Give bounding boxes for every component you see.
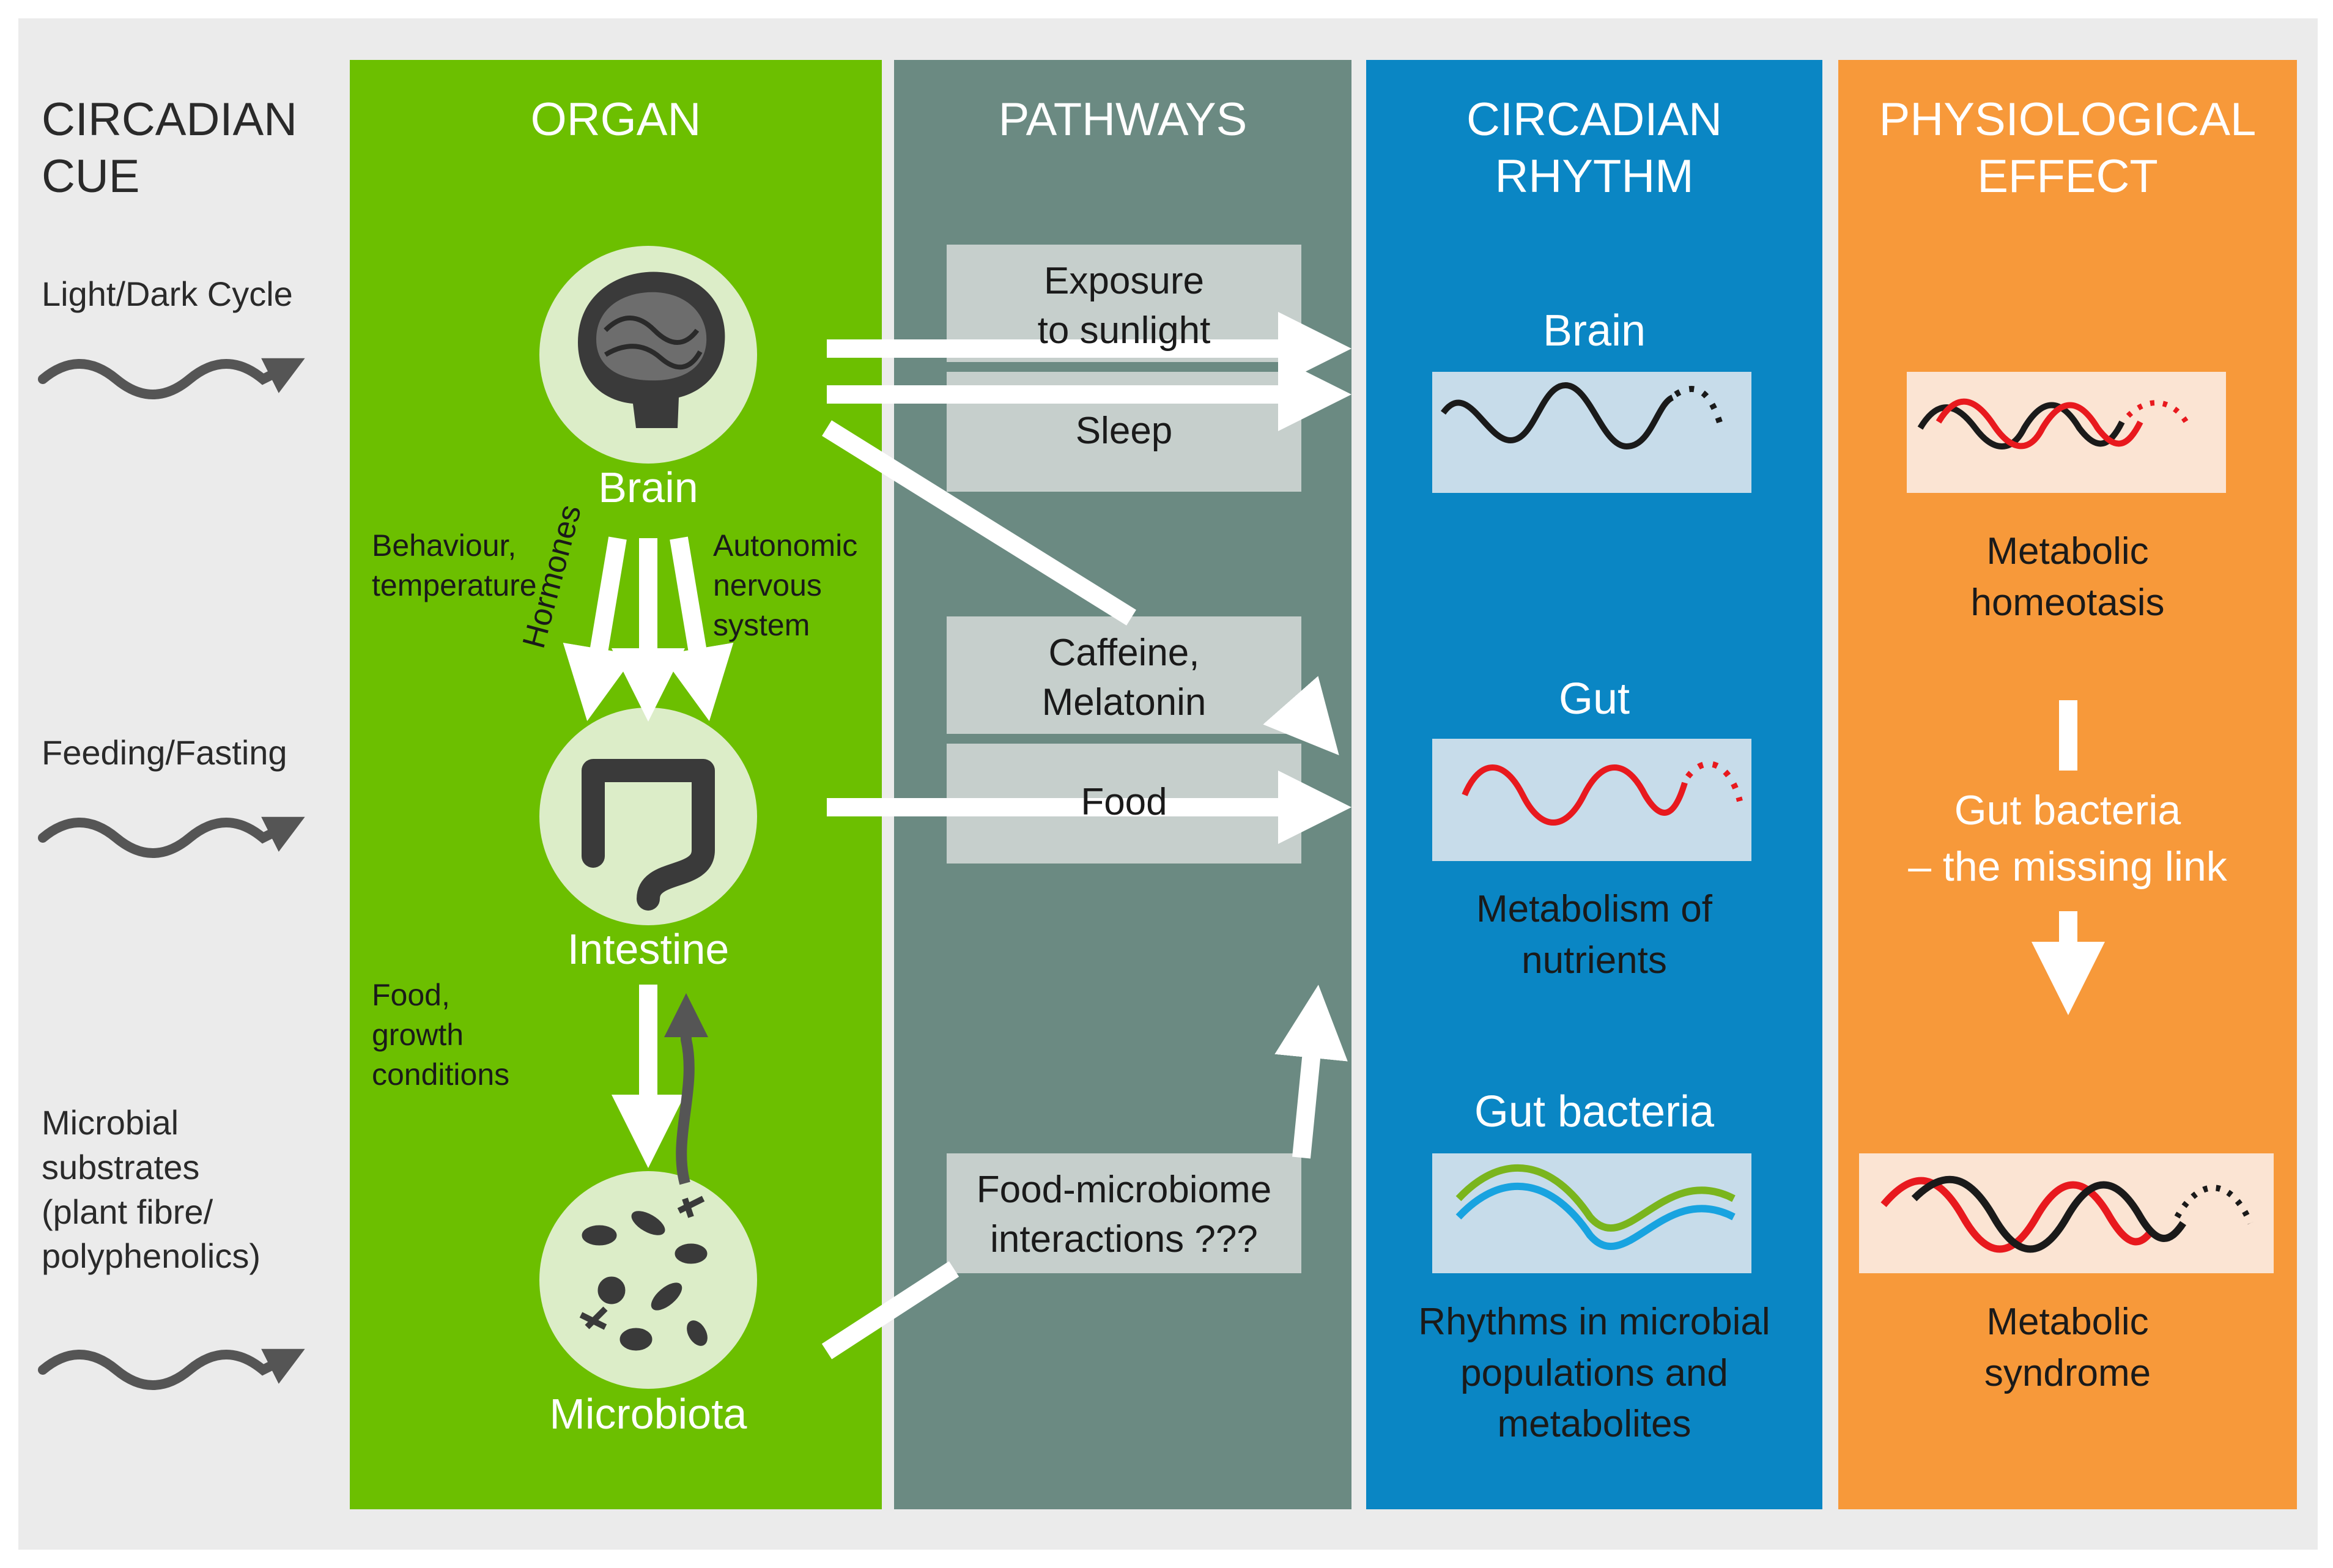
- brain-label: Brain: [598, 464, 698, 511]
- effect-syndrome: Metabolic syndrome: [1984, 1301, 2151, 1394]
- cue-microbial-substrates: Microbial substrates (plant fibre/ polyp…: [42, 1103, 261, 1276]
- cue-light-dark: Light/Dark Cycle: [42, 275, 293, 313]
- cue-feeding: Feeding/Fasting: [42, 733, 287, 772]
- gut-rhythm-box: [1432, 739, 1751, 861]
- effect-bar: [2059, 700, 2077, 771]
- pathway-sleep: Sleep: [1075, 410, 1173, 452]
- gut-wave: [1462, 764, 1688, 826]
- pathway-box: [947, 616, 1301, 734]
- microbiota-label: Microbiota: [549, 1390, 747, 1438]
- effect-missing-link: Gut bacteria – the missing link: [1908, 787, 2227, 890]
- pathways-header: PATHWAYS: [998, 94, 1248, 146]
- behaviour-label: Behaviour, temperature: [372, 528, 537, 602]
- microbiota-intestine-arrow: [664, 993, 708, 1185]
- cue-header: CIRCADIAN CUE: [42, 94, 298, 202]
- rhythm-gut-title: Gut: [1558, 675, 1630, 723]
- homeostasis-box: [1907, 372, 2226, 493]
- brain-rhythm-box: [1432, 372, 1751, 493]
- effect-homeostasis: Metabolic homeotasis: [1970, 530, 2165, 624]
- syndrome-wave-projection: [2174, 1185, 2254, 1224]
- autonomic-label: Autonomic nervous system: [713, 528, 858, 642]
- wavy-arrow-icon: [38, 816, 305, 858]
- homeostasis-wave-red: [1936, 398, 2143, 449]
- bacteria-wave-cyan: [1455, 1182, 1736, 1250]
- brain-icon: [578, 272, 725, 428]
- microbes-icon: [579, 1196, 708, 1351]
- effect-header: PHYSIOLOGICAL EFFECT: [1879, 94, 2257, 202]
- brain-intestine-arrows: [563, 536, 734, 722]
- wavy-arrow-icon: [38, 358, 305, 399]
- food-growth-label: Food, growth conditions: [372, 978, 510, 1092]
- brain-wave: [1440, 382, 1674, 450]
- pathway-food: Food: [1081, 781, 1167, 823]
- microbiota-circle: [539, 1171, 757, 1389]
- rhythm-bacteria-caption: Rhythms in microbial populations and met…: [1418, 1301, 1770, 1446]
- syndrome-wave-black: [1911, 1175, 2186, 1253]
- pathway-caffeine: Caffeine, Melatonin: [1041, 632, 1207, 723]
- wavy-arrow-icon: [38, 1348, 305, 1390]
- bacteria-wave-green: [1455, 1164, 1736, 1232]
- homeostasis-wave-black: [1917, 402, 2125, 449]
- brain-wave-projection: [1674, 386, 1725, 429]
- rhythm-brain-title: Brain: [1542, 306, 1646, 355]
- rhythm-header: CIRCADIAN RHYTHM: [1466, 94, 1723, 202]
- gut-wave-projection: [1685, 761, 1743, 802]
- intestine-icon: [582, 759, 715, 911]
- intestine-label: Intestine: [567, 925, 730, 973]
- pathway-food-microbiome: Food-microbiome interactions ???: [976, 1169, 1272, 1260]
- pathway-box: [947, 1153, 1301, 1273]
- rhythm-gut-caption: Metabolism of nutrients: [1476, 888, 1712, 982]
- pathway-arrows: [821, 312, 1351, 1359]
- organ-header: ORGAN: [530, 94, 701, 146]
- rhythm-bacteria-title: Gut bacteria: [1474, 1087, 1715, 1136]
- pathway-exposure: Exposure to sunlight: [1037, 260, 1211, 352]
